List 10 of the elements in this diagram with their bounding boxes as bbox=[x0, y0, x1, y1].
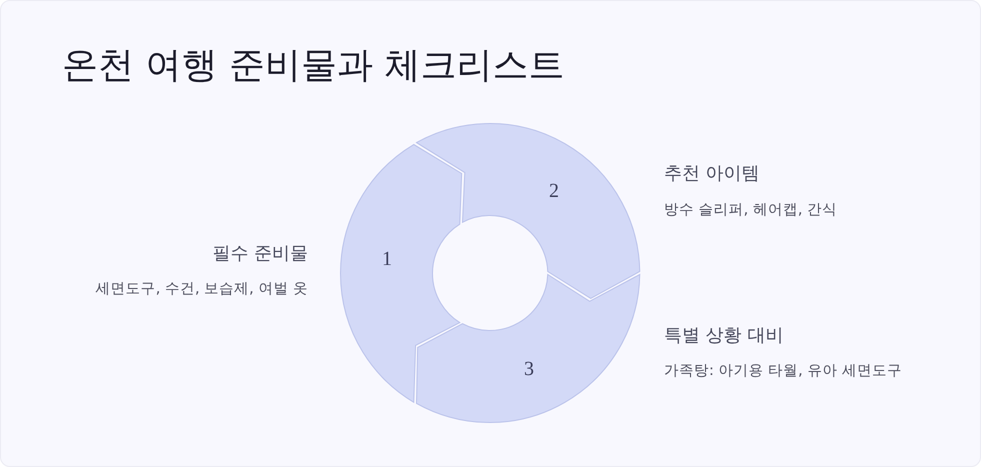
item-description: 방수 슬리퍼, 헤어캡, 간식 bbox=[664, 201, 838, 220]
title: 온천 여행 준비물과 체크리스트 bbox=[62, 44, 564, 88]
step-number: 1 bbox=[382, 248, 392, 270]
item-heading: 특별 상황 대비 bbox=[664, 325, 784, 347]
step-number: 2 bbox=[549, 180, 560, 202]
item-heading: 추천 아이템 bbox=[664, 163, 760, 185]
item-description: 세면도구, 수건, 보습제, 여벌 옷 bbox=[96, 280, 308, 299]
item-description: 가족탕: 아기용 타월, 유아 세면도구 bbox=[664, 362, 902, 381]
item-heading: 필수 준비물 bbox=[212, 243, 308, 265]
step-number: 3 bbox=[524, 358, 534, 380]
